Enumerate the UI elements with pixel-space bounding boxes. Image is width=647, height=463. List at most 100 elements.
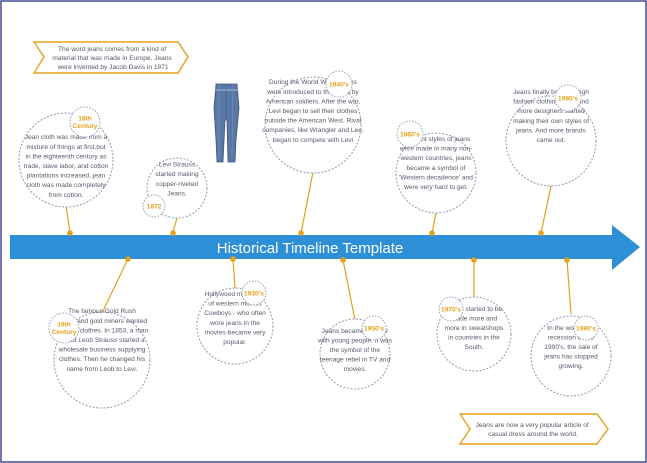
year-badge [573,315,599,341]
event-description-line: were very hard to get. [403,184,468,191]
event-description-line: Jeans. [167,190,187,197]
year-label: 1970's [441,306,461,313]
year-badge [325,70,353,98]
event-description-line: of western movies [208,301,262,308]
junction-dots [67,230,570,263]
event-description-line: made more and [451,315,498,322]
year-label-line: 1940's [329,81,349,88]
jeans-icon [213,83,240,163]
junction-dot [67,230,73,236]
connector-1930s [232,258,236,289]
event-description-line: Different styles of jeans [402,136,471,143]
timeline-arrow [10,225,640,270]
year-label: 1930's [244,290,264,297]
event-description-line: western countries, jeans [399,155,472,162]
intro-banner-text: The word jeans comes from a kind of mate… [52,46,173,71]
event-description-line: trade, slave labor, and cotton [24,163,109,170]
event-description-line: 'Western decadence' and [399,174,473,181]
year-label-line: Century [52,329,77,336]
year-badge [361,315,387,341]
event-description-line: outside the American West. Rival [265,118,362,125]
connector-1940s [300,171,314,234]
event-description-line: from cotton. [49,192,84,199]
year-label-line: 1872 [147,203,162,210]
junction-dot [125,256,131,262]
year-label: 1940's [329,81,349,88]
connector-18th-century [65,205,71,233]
event-bubble [196,287,274,365]
junction-dot [230,256,236,262]
outro-banner: Jeans are now a very popular article of … [458,413,609,445]
event-description-line: jeans has stopped [543,354,598,361]
event-1940s: During the World War 2, jeans were introd… [262,70,364,174]
year-label: 1990's [576,325,596,332]
outro-banner-text: Jeans are now a very popular article of … [475,422,590,438]
junction-dot [538,230,544,236]
event-description-line: name from Leob to Levi. [66,366,137,373]
event-1950s: Jeans became popular with young people. I… [317,315,393,390]
year-badge [396,120,424,148]
year-label: 1872 [147,203,162,210]
year-badge [69,106,101,138]
event-description: Jeans became popular with young people. I… [317,328,393,373]
event-description-line: companies, like Wrangler and Lee, [262,127,364,134]
year-label-line: 1960's [400,131,420,138]
event-description-line: jeans. And more brands [515,127,586,134]
event-description-line: in countries in the [448,335,500,342]
event-description-line: came out. [537,137,566,144]
connector-1950s [342,259,356,321]
event-description-line: started making [155,171,199,178]
connector-1990s [566,259,572,315]
event-description: During the World War 2, jeans were introd… [262,79,364,144]
event-description-line: Jeans became popular [322,328,390,335]
event-description-line: teenage rebel in TV and [320,357,391,364]
junction-dot [170,230,176,236]
year-badge [438,296,464,322]
outro-banner-line: Jeans are now a very popular article of [475,422,588,429]
event-description-line: began,and gold miners wanted [57,318,148,325]
event-description-line: American soldiers. After the war, [266,98,361,105]
year-label: 1960's [400,131,420,138]
event-description-line: were made in many non- [399,146,473,153]
intro-banner-line: The word jeans comes from a kind of [58,46,166,53]
event-description-line: more designers started [517,108,585,115]
connector-19th-century [101,258,129,314]
event-description-line: During the World War 2, jeans [269,79,358,86]
junction-dot [429,230,435,236]
year-label-line: 1950's [364,325,384,332]
event-description-line: Cowboys - who often [204,310,266,317]
event-description-line: clothes. Then he changed his [59,356,146,363]
event-description-line: with young people. It was [317,337,393,344]
event-description-line: movies. [344,366,367,373]
timeline-title: Historical Timeline Template [217,240,403,257]
year-badge [554,84,582,112]
event-bubble [395,132,477,214]
event-bubble [505,95,597,187]
event-description-line: were introduced to the world by [266,89,359,96]
event-description-line: began to compete with Levi [273,137,354,144]
year-label: 1950's [364,325,384,332]
outro-banner-line: casual dress around the world. [488,431,578,438]
event-description-line: wore jeans in the [209,320,260,327]
event-description-line: movies-became very [205,329,267,336]
year-badge [142,194,166,218]
intro-banner-line: material that was made in Europe. Jeans [52,55,172,62]
event-description-line: popular. [223,339,247,346]
event-description-line: called Leob Strauss started a [59,337,145,344]
event-description-line: mixture of things at first,but [26,144,105,151]
year-label-line: 1930's [244,290,264,297]
